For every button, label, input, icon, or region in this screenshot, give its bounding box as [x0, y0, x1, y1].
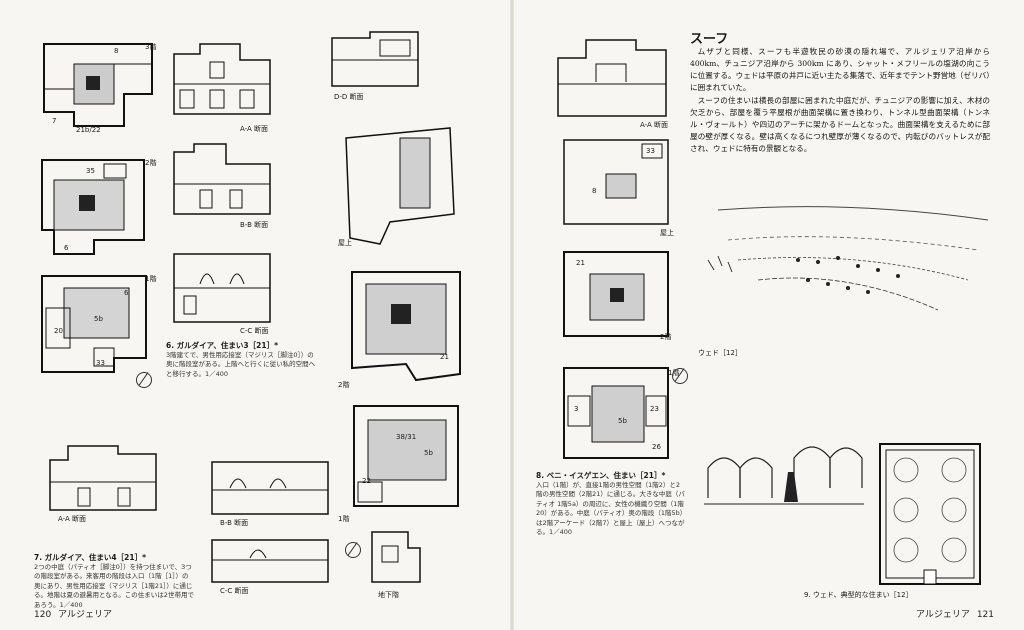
room-label: 35	[86, 167, 95, 175]
room-label: 3	[574, 405, 579, 413]
section-label: C-C 断面	[240, 327, 269, 335]
left-page: 8 7 21b/22 3階 35 6 2階 6 20 5b 33 1階	[0, 0, 512, 630]
page-section: アルジェリア	[916, 610, 970, 620]
floor-label-2f: 2階	[660, 333, 672, 341]
north-arrow-icon	[345, 542, 361, 558]
section-label: A-A 断面	[58, 515, 87, 523]
fig6-section-bb	[170, 142, 274, 218]
fig9-house-sketch	[704, 428, 864, 508]
fig9-caption: 9. ウェド、典型的な住まい［12］	[804, 591, 913, 599]
page-section: アルジェリア	[58, 610, 112, 620]
floor-label-1f: 1階	[338, 515, 350, 523]
fig8-caption-title: 8. ベニ・イスゲエン、住まい［21］*	[536, 471, 666, 480]
fig8-plan-1f: 3 5b 23 26	[562, 366, 672, 462]
fig6-plan-1f: 6 20 5b 33	[34, 268, 158, 378]
section-label: B-B 断面	[220, 519, 249, 527]
wed-landscape-sketch	[698, 200, 998, 330]
room-label: 8	[592, 187, 597, 195]
floor-label-1f: 1階	[145, 275, 157, 283]
fig6-caption-body: 3階建てで、男性用応接室（マジリス［脚注0］）の奥に階段室がある。上階へと行くに…	[166, 351, 316, 378]
fig6-section-cc	[170, 244, 274, 326]
floor-label-2f: 2階	[338, 381, 350, 389]
room-label: 26	[652, 443, 661, 451]
fig6-caption: 6. ガルダイア、住まい3［21］* 3階建てで、男性用応接室（マジリス［脚注0…	[166, 340, 316, 379]
page-number: 121	[976, 610, 994, 620]
room-label: 7	[52, 117, 57, 125]
fig7-plan-basement	[368, 528, 424, 586]
north-arrow-icon	[136, 372, 152, 388]
fig7-section-dd	[330, 30, 420, 90]
fig8-caption-body: 入口（1階）が、直接1階の男性空間（1階2）と2階の男性空間（2階21）に通じる…	[536, 481, 685, 537]
section-label: D-D 断面	[334, 93, 364, 101]
wed-caption: ウェド［12］	[698, 349, 742, 357]
room-label: 38/31	[396, 433, 417, 441]
floor-label-roof: 屋上	[338, 239, 352, 247]
room-label: 21b/22	[76, 126, 101, 134]
room-label: 33	[646, 147, 655, 155]
room-label: 21	[576, 259, 585, 267]
fig8-plan-2f: 21	[562, 250, 672, 340]
fig9-plan	[876, 440, 986, 590]
north-arrow-icon	[672, 368, 688, 384]
room-label: 5b	[618, 417, 627, 425]
fig8-plan-roof: 33 8	[562, 138, 672, 228]
floor-label-roof: 屋上	[660, 229, 674, 237]
fig7-plan-roof	[340, 118, 460, 250]
fig7-caption: 7. ガルダイア、住まい4［21］* 2つの中庭（パティオ［脚注0］）を持つ住ま…	[34, 552, 194, 610]
section-label: A-A 断面	[640, 121, 669, 129]
room-label: 5b	[94, 315, 103, 323]
fig7-section-aa	[48, 440, 158, 512]
page-number: 120	[34, 610, 52, 620]
body-paragraph-1: ムザブと同様、スーフも半遊牧民の砂漠の隠れ場で、アルジェリア沿岸から 400km…	[690, 47, 990, 93]
floor-label-3f: 3階	[145, 43, 157, 51]
room-label: 21	[440, 353, 449, 361]
page-footer-left: 120 アルジェリア	[34, 607, 112, 620]
room-label: 6	[64, 244, 69, 252]
fig7-section-cc	[210, 532, 330, 584]
fig8-section-aa	[556, 34, 668, 118]
fig7-caption-body: 2つの中庭（パティオ［脚注0］）を持つ住まいで、3つの階段室がある。来客用の階段…	[34, 563, 194, 609]
body-paragraph-2: スーフの住まいは横長の部屋に囲まれた中庭だが、チュニジアの影響に加え、木材の欠乏…	[690, 95, 990, 154]
room-label: 20	[54, 327, 63, 335]
body-text: ムザブと同様、スーフも半遊牧民の砂漠の隠れ場で、アルジェリア沿岸から 400km…	[690, 46, 990, 155]
book-gutter	[510, 0, 514, 630]
fig7-plan-2f: 21	[346, 264, 466, 388]
page-footer-right: アルジェリア 121	[916, 607, 994, 620]
room-label: 33	[96, 359, 105, 367]
room-label: 5b	[424, 449, 433, 457]
fig7-caption-title: 7. ガルダイア、住まい4［21］*	[34, 553, 147, 562]
fig6-caption-title: 6. ガルダイア、住まい3［21］*	[166, 341, 279, 350]
floor-label-2f: 2階	[145, 159, 157, 167]
section-label: C-C 断面	[220, 587, 249, 595]
fig8-caption: 8. ベニ・イスゲエン、住まい［21］* 入口（1階）が、直接1階の男性空間（1…	[536, 470, 686, 538]
right-page: A-A 断面 33 8 屋上 21 2階 3 5b 23 26 1階	[512, 0, 1024, 630]
fig7-section-bb	[210, 452, 330, 516]
fig6-plan-3f: 8 7 21b/22	[34, 34, 158, 134]
section-label: B-B 断面	[240, 221, 269, 229]
section-label: A-A 断面	[240, 125, 269, 133]
fig6-plan-2f: 35 6	[34, 150, 158, 260]
floor-label-basement: 地下階	[378, 591, 399, 599]
fig6-section-aa	[170, 40, 274, 118]
room-label: 22	[362, 477, 371, 485]
section-heading: スーフ	[690, 32, 729, 47]
room-label: 6	[124, 289, 129, 297]
fig7-plan-1f: 38/31 5b 22	[346, 400, 466, 520]
room-label: 8	[114, 47, 119, 55]
room-label: 23	[650, 405, 659, 413]
